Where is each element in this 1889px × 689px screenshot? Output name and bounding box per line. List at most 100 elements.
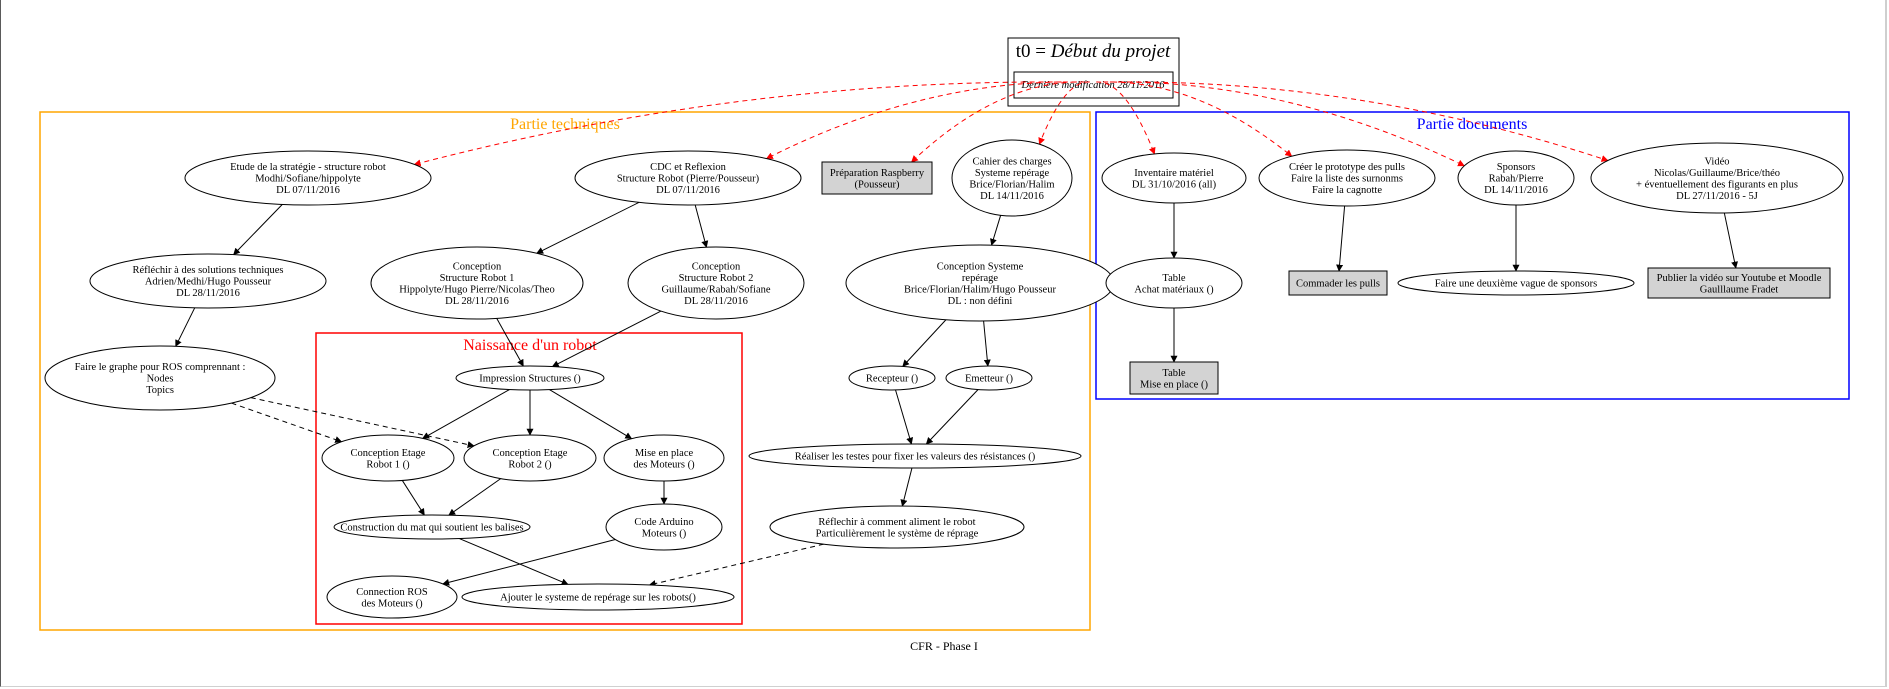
node-shape bbox=[326, 575, 458, 619]
edge-impression-to-moteurs bbox=[549, 389, 633, 440]
edge-alimente-to-ajouter bbox=[648, 543, 824, 587]
node-label-line: Gaulllaume Fradet bbox=[1700, 284, 1779, 295]
node-label-line: Hippolyte/Hugo Pierre/Nicolas/Theo bbox=[399, 284, 554, 295]
node-label-line: DL 28/11/2016 bbox=[445, 296, 509, 307]
node-label-line: Table bbox=[1162, 273, 1186, 284]
node-label-line: Créer le prototype des pulls bbox=[1289, 162, 1405, 173]
node-shape bbox=[1288, 270, 1388, 296]
node-label-line: Publier la vidéo sur Youtube et Moodle bbox=[1657, 273, 1822, 284]
node-shape bbox=[89, 253, 327, 309]
edge-conc-sys-to-emetteur bbox=[983, 320, 991, 367]
node-label-line: Recepteur () bbox=[866, 374, 919, 385]
edge-conc-sys-to-recepteur bbox=[902, 319, 947, 367]
node-label-line: Conception bbox=[453, 261, 502, 272]
node-label-line: Rabah/Pierre bbox=[1489, 174, 1544, 185]
cluster-technique-title: Partie techniques bbox=[510, 116, 620, 133]
node-shape bbox=[603, 434, 725, 482]
cluster-robot-title: Naissance d'un robot bbox=[463, 337, 597, 354]
edge-graphe-ros-to-etage2 bbox=[250, 397, 475, 448]
node-graphe-ros: Faire le graphe pour ROS comprennant :No… bbox=[44, 345, 276, 411]
edge-root-to-sponsors bbox=[1109, 81, 1465, 167]
edge-graphe-ros-to-etage1 bbox=[231, 402, 343, 443]
node-label-line: (Pousseur) bbox=[855, 179, 900, 190]
node-label-line: Construction du mat qui soutient les bal… bbox=[340, 523, 523, 534]
node-label-line: Ajouter le systeme de repérage sur les r… bbox=[500, 593, 696, 604]
node-shape bbox=[627, 246, 805, 320]
cluster-naissance-robot: Naissance d'un robot bbox=[315, 332, 743, 625]
node-deuxieme: Faire une deuxième vague de sponsors bbox=[1397, 270, 1635, 296]
edge-emetteur-to-testes bbox=[925, 389, 979, 445]
node-label-line: Modhi/Sofiane/hippolyte bbox=[255, 174, 361, 185]
edge-root-to-cahier bbox=[1038, 81, 1090, 145]
node-shape bbox=[574, 150, 802, 206]
node-label-line: des Moteurs () bbox=[633, 459, 695, 470]
node-shape bbox=[1105, 257, 1243, 309]
node-shape bbox=[1457, 150, 1575, 206]
node-label-line: Impression Structures () bbox=[479, 374, 581, 385]
node-shape bbox=[1101, 152, 1247, 204]
node-label-line: Systeme repérage bbox=[975, 168, 1050, 179]
edge-mat-to-ajouter bbox=[459, 538, 569, 586]
node-label-line: DL 14/11/2016 bbox=[980, 191, 1044, 202]
edge-root-to-inventaire bbox=[1096, 81, 1156, 155]
node-label-line: Structure Robot 2 bbox=[679, 273, 754, 284]
node-label-line: Faire une deuxième vague de sponsors bbox=[1435, 279, 1597, 290]
node-label-line: DL : non défini bbox=[948, 296, 1013, 307]
node-shape bbox=[333, 514, 531, 540]
edge-cdc-to-conc-s1 bbox=[536, 201, 640, 254]
edge-conc-s2-to-impression bbox=[551, 310, 662, 368]
node-label-line: Faire la cagnotte bbox=[1312, 185, 1382, 196]
node-label-line: Faire la liste des surnonms bbox=[1291, 174, 1403, 185]
edge-conc-s1-to-impression bbox=[496, 318, 524, 367]
node-label-line: Table bbox=[1162, 368, 1186, 379]
edge-video-to-publier bbox=[1723, 212, 1738, 269]
node-label-line: Conception Etage bbox=[351, 448, 426, 459]
node-shape bbox=[370, 246, 584, 320]
node-raspberry: Préparation Raspberry(Pousseur) bbox=[821, 161, 933, 195]
edge-etage1-to-mat bbox=[401, 480, 425, 516]
node-label-line: Vidéo bbox=[1704, 156, 1729, 167]
root-node: t0 = Début du projet Dernière modificati… bbox=[1007, 37, 1180, 107]
node-label-line: DL 31/10/2016 (all) bbox=[1132, 179, 1217, 190]
node-shape bbox=[1397, 270, 1635, 296]
node-label-line: Brice/Florian/Halim/Hugo Pousseur bbox=[904, 284, 1056, 295]
edge-root-to-cdc bbox=[765, 81, 1077, 160]
node-label-line: Nodes bbox=[147, 374, 174, 385]
node-label-line: CDC et Reflexion bbox=[650, 162, 727, 173]
nodes-layer: Etude de la stratégie - structure robotM… bbox=[44, 139, 1844, 619]
cluster-technique: Partie techniques bbox=[39, 111, 1091, 631]
node-shape bbox=[769, 505, 1025, 549]
edges-layer bbox=[175, 81, 1738, 587]
node-shape bbox=[748, 443, 1082, 469]
node-label-line: Etude de la stratégie - structure robot bbox=[230, 162, 386, 173]
node-shape bbox=[821, 161, 933, 195]
node-mat: Construction du mat qui soutient les bal… bbox=[333, 514, 531, 540]
node-label-line: Conception Etage bbox=[493, 448, 568, 459]
node-shape bbox=[951, 139, 1073, 217]
node-label-line: Commader les pulls bbox=[1296, 279, 1380, 290]
node-shape bbox=[455, 365, 605, 391]
node-shape bbox=[1129, 361, 1219, 395]
node-label-line: Conception Systeme bbox=[937, 261, 1024, 272]
node-label-line: Préparation Raspberry bbox=[830, 168, 925, 179]
edge-root-to-video bbox=[1117, 81, 1609, 162]
node-label-line: des Moteurs () bbox=[361, 598, 423, 609]
node-etude: Etude de la stratégie - structure robotM… bbox=[184, 150, 432, 206]
node-label-line: Achat matériaux () bbox=[1134, 284, 1214, 295]
node-shape bbox=[605, 503, 723, 551]
node-label-line: Réfléchir à des solutions techniques bbox=[132, 265, 283, 276]
node-label-line: Adrien/Medhi/Hugo Pousseur bbox=[145, 277, 272, 288]
node-label-line: Moteurs () bbox=[642, 528, 687, 539]
node-label-line: DL 07/11/2016 bbox=[656, 185, 720, 196]
node-label-line: Inventaire matériel bbox=[1134, 168, 1214, 179]
edge-root-to-etude bbox=[413, 81, 1062, 167]
node-label-line: DL 28/11/2016 bbox=[176, 288, 240, 299]
